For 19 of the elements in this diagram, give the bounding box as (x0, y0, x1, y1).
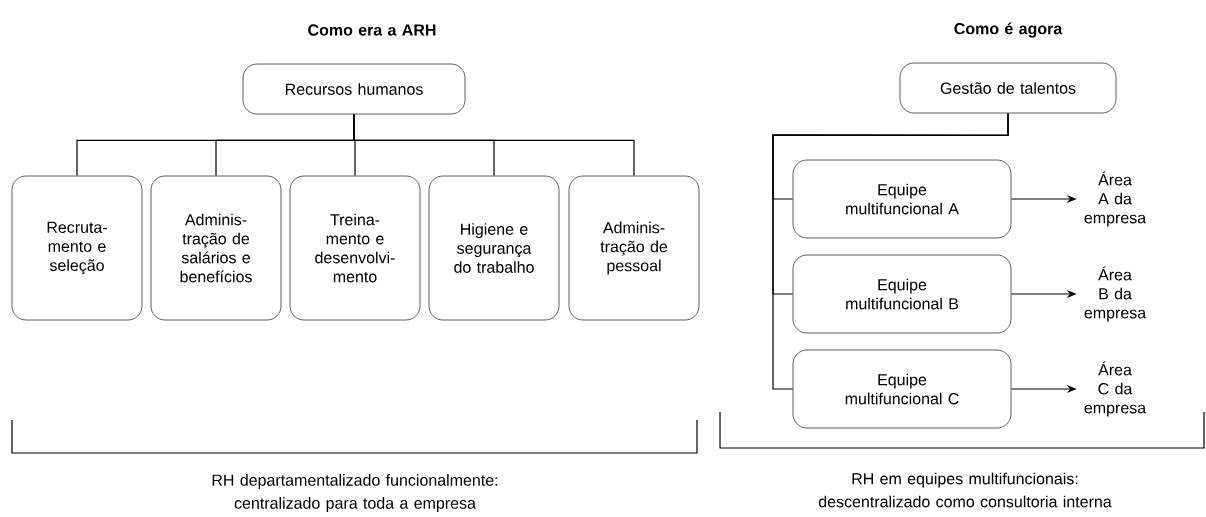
heading: Como era a ARH (308, 24, 436, 36)
area-text: Área C da empresa (1084, 361, 1147, 417)
rounded-box: Equipe multifuncional B (792, 254, 1012, 334)
rounded-box: Equipe multifuncional C (792, 349, 1012, 429)
rounded-box: Adminis- tração de salários e benefícios (150, 175, 282, 321)
rounded-box: Adminis- tração de pessoal (568, 175, 700, 321)
connector-line (353, 113, 635, 177)
heading: Como é agora (954, 22, 1063, 38)
connector-line (772, 112, 1009, 390)
rounded-box: Higiene e segurança do trabalho (428, 175, 560, 321)
rounded-box: Gestão de talentos (899, 62, 1117, 114)
rounded-box: Equipe multifuncional A (792, 159, 1012, 239)
rounded-box: Recruta- mento e seleção (11, 175, 143, 321)
rounded-box: Treina- mento e desenvolvi- mento (289, 175, 421, 321)
caption: RH em equipes multifuncionais: descentralizado como consultoria interna (818, 472, 1112, 508)
rounded-box: Recursos humanos (242, 63, 466, 115)
area-text: Área A da empresa (1084, 171, 1147, 227)
area-text: Área B da empresa (1084, 266, 1147, 322)
caption: RH departamentalizado funcionalmente: centralizado para toda a empresa (212, 474, 498, 512)
